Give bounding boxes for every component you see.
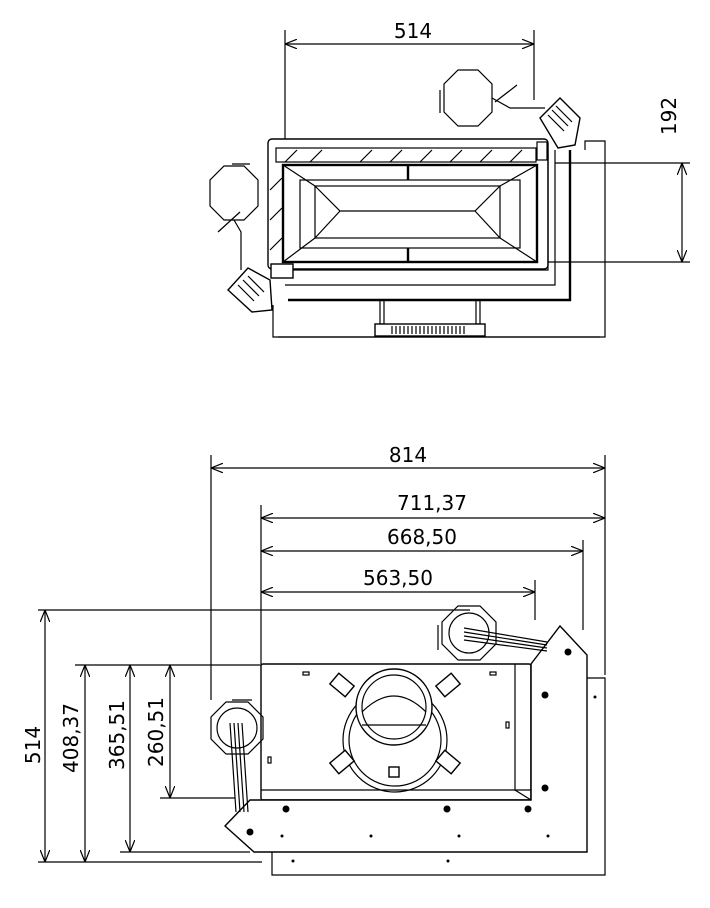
hinge-bottom-left [227, 267, 273, 313]
octagon-handle-top [439, 69, 545, 127]
dimension-label: 514 [394, 19, 432, 43]
dimension-label: 514 [21, 726, 45, 764]
hinge-top-right [539, 97, 581, 149]
dimension-label: 260,51 [144, 697, 168, 767]
octagon-handle-left [209, 163, 259, 270]
bottom-view: 814 711,37 668,50 563,50 514 408,37 365,… [21, 443, 606, 876]
flue-collar [328, 668, 462, 793]
dimension-label: 814 [389, 443, 427, 467]
horizontal-dimensions: 814 711,37 668,50 563,50 [210, 443, 606, 700]
dimension-label: 668,50 [387, 525, 457, 549]
dimension-label: 711,37 [397, 491, 467, 515]
firebox-body [223, 624, 606, 876]
dimension-label: 408,37 [59, 703, 83, 773]
octagon-handle-right [437, 605, 548, 661]
dimension-width-514: 514 [284, 19, 535, 140]
octagon-handle-left-lower [210, 699, 264, 813]
dimension-label: 563,50 [363, 566, 433, 590]
dimension-label: 192 [657, 97, 681, 135]
dimension-label: 365,51 [105, 700, 129, 770]
mounting-tabs [328, 672, 462, 778]
dimension-depth-192: 192 [540, 97, 690, 263]
firebox-top [267, 138, 606, 338]
top-view: 514 192 [209, 19, 690, 338]
vertical-dimensions: 514 408,37 365,51 260,51 [21, 609, 470, 863]
